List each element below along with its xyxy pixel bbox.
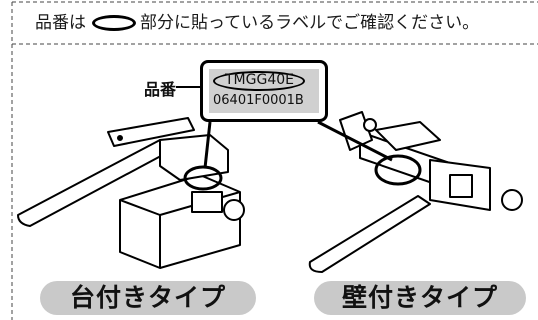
notice-text-before: 品番は (35, 13, 86, 33)
wall-mount-type-label: 壁付きタイプ (314, 281, 526, 315)
deck-faucet-illustration (17, 117, 245, 269)
product-number-label: 品番 (144, 80, 177, 99)
serial-number: 06401F0001B (213, 93, 304, 108)
product-label-callout: TMGG40E 06401F0001B (200, 60, 328, 122)
wall-faucet-illustration (308, 111, 523, 273)
deck-mount-type-label: 台付きタイプ (40, 281, 256, 315)
product-code: TMGG40E (225, 72, 294, 88)
callout-pointer-right (317, 120, 393, 162)
product-label-sticker: TMGG40E 06401F0001B (209, 69, 319, 113)
label-oval-icon (92, 15, 136, 31)
callout-pointer-left (203, 121, 212, 169)
label-location-notice: 品番は 部分に貼っているラベルでご確認ください。 (35, 11, 535, 35)
notice-text-after: 部分に貼っているラベルでご確認ください。 (140, 13, 480, 33)
product-code-oval (213, 71, 305, 91)
